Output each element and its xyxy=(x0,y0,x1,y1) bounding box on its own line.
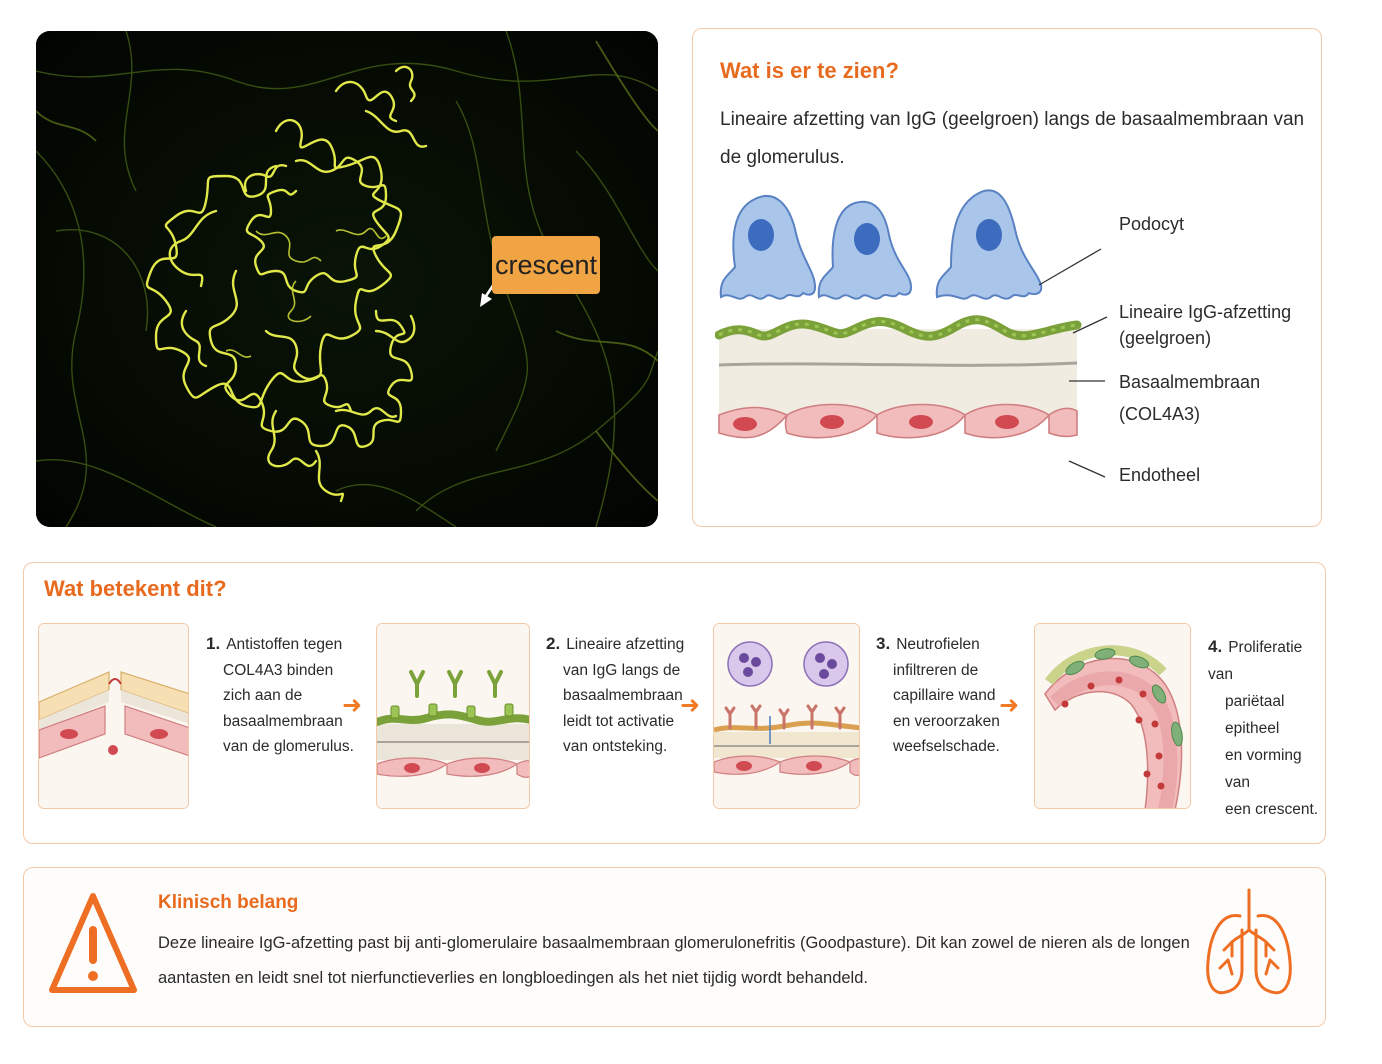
step-2-text: 2. Lineaire afzetting van IgG langs de ba… xyxy=(546,631,684,760)
step-2-line-1: Lineaire afzetting xyxy=(566,636,685,653)
what-it-means-panel: Wat betekent dit? 1. Antistoffen tegen CO… xyxy=(23,562,1326,844)
lungs-icon xyxy=(1206,888,1292,995)
crescent-label: crescent xyxy=(492,236,600,294)
leader-lines xyxy=(1038,248,1108,478)
step-3-number: 3. xyxy=(876,634,891,653)
clinical-relevance-text: Deze lineaire IgG-afzetting past bij ant… xyxy=(158,926,1190,996)
step-1-illustration xyxy=(38,623,189,809)
step-1-line-2: COL4A3 binden xyxy=(223,661,334,679)
clinical-relevance-panel: Klinisch belang Deze lineaire IgG-afzett… xyxy=(23,867,1326,1027)
step-4-line-4: een crescent. xyxy=(1225,801,1319,818)
step-2-number: 2. xyxy=(546,634,561,653)
step-2-line-2: van IgG langs de xyxy=(563,661,681,679)
clinical-text-line-1: Deze lineaire IgG-afzetting past bij ant… xyxy=(158,934,1190,952)
description-line-1: Lineaire afzetting van IgG (geelgroen) l… xyxy=(720,109,1305,130)
step-3-text: 3. Neutrofielen infiltreren de capillaire… xyxy=(876,631,1000,760)
label-bm-line-1: Basaalmembraan xyxy=(1119,372,1261,392)
step-1-line-3: zich aan de xyxy=(223,687,303,704)
podocytes xyxy=(719,189,1043,300)
filtration-barrier-diagram xyxy=(715,189,1082,439)
warning-icon xyxy=(49,893,137,993)
step-arrow-2: ➜ xyxy=(680,692,701,719)
step-4-line-1: Proliferatie van xyxy=(1208,639,1303,683)
step-4-number: 4. xyxy=(1208,637,1223,656)
step-3-line-4: en veroorzaken xyxy=(893,712,1000,730)
step-3-line-2: infiltreren de xyxy=(893,661,979,679)
what-is-seen-title: Wat is er te zien? xyxy=(720,58,899,83)
step-1-number: 1. xyxy=(206,634,221,653)
step-arrow-3: ➜ xyxy=(999,692,1020,719)
label-igg-line-1: Lineaire IgG-afzetting xyxy=(1119,302,1292,322)
step-1-line-4: basaalmembraan xyxy=(223,712,343,730)
endothelium xyxy=(718,403,1078,439)
label-bm-line-2: (COL4A3) xyxy=(1119,404,1201,424)
step-1-line-5: van de glomerulus. xyxy=(223,738,354,755)
step-2-illustration xyxy=(376,623,530,809)
step-3-line-1: Neutrofielen xyxy=(896,636,980,653)
clinical-relevance-title: Klinisch belang xyxy=(158,892,299,913)
step-1-line-1: Antistoffen tegen xyxy=(226,636,343,653)
step-3-line-5: weefselschade. xyxy=(893,738,1000,755)
step-3-illustration xyxy=(713,623,860,809)
label-igg-line-2: (geelgroen) xyxy=(1119,328,1212,348)
step-4-illustration xyxy=(1034,623,1191,809)
what-is-seen-panel: Wat is er te zien? Lineaire afzetting va… xyxy=(692,28,1322,527)
label-basement-membrane: Basaalmembraan (COL4A3) xyxy=(1119,369,1260,427)
step-2-line-5: van ontsteking. xyxy=(563,738,668,755)
step-4-line-3: en vorming van xyxy=(1225,747,1302,791)
step-2-line-4: leidt tot activatie xyxy=(563,712,675,730)
clinical-text-line-2: aantasten en leidt snel tot nierfunctiev… xyxy=(158,969,868,987)
step-1-text: 1. Antistoffen tegen COL4A3 binden zich a… xyxy=(206,631,354,760)
label-endothelium: Endotheel xyxy=(1119,465,1201,485)
basement-membrane xyxy=(719,329,1077,419)
step-4-text: 4.Proliferatie van pariëtaal epitheel en… xyxy=(1208,633,1325,823)
step-2-line-3: basaalmembraan xyxy=(563,687,683,704)
step-4-line-2: pariëtaal epitheel xyxy=(1225,693,1285,737)
step-3-line-3: capillaire wand xyxy=(893,687,996,704)
step-arrow-1: ➜ xyxy=(342,692,363,719)
what-is-seen-description: Lineaire afzetting van IgG (geelgroen) l… xyxy=(720,101,1304,177)
what-it-means-title: Wat betekent dit? xyxy=(44,576,227,601)
immunofluorescence-micrograph: crescent xyxy=(36,31,658,527)
label-podocyte: Podocyt xyxy=(1119,214,1185,234)
label-igg-deposit: Lineaire IgG-afzetting (geelgroen) xyxy=(1119,299,1291,351)
description-line-2: de glomerulus. xyxy=(720,147,845,168)
